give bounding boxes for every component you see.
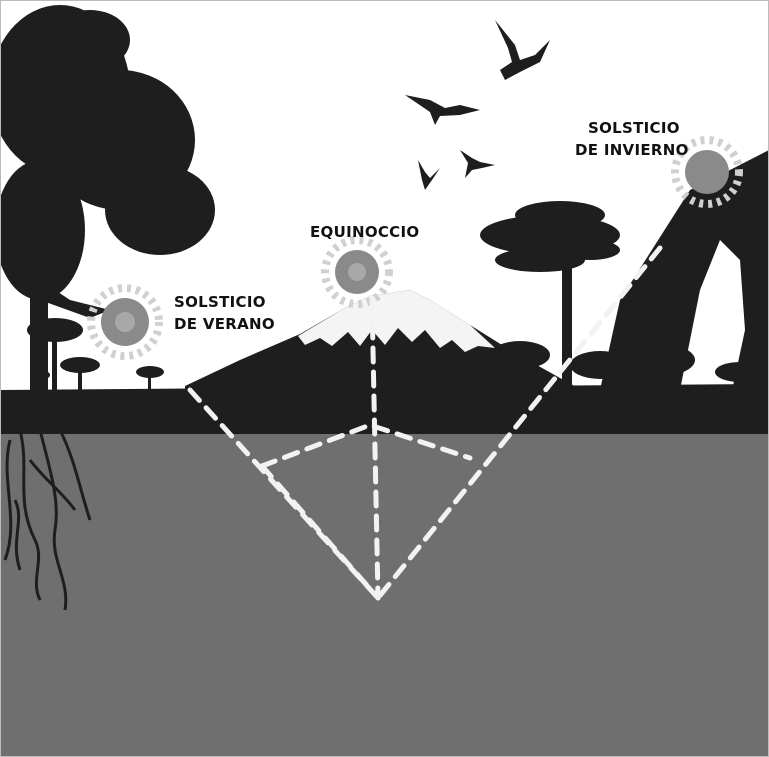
label-summer-solstice-line1: SOLSTICIO [174, 293, 266, 311]
label-equinox: EQUINOCCIO [310, 223, 419, 241]
label-winter-solstice-line1: SOLSTICIO [588, 119, 680, 137]
label-winter-solstice-line2: DE INVIERNO [575, 141, 689, 159]
label-summer-solstice-line2: DE VERANO [174, 315, 275, 333]
